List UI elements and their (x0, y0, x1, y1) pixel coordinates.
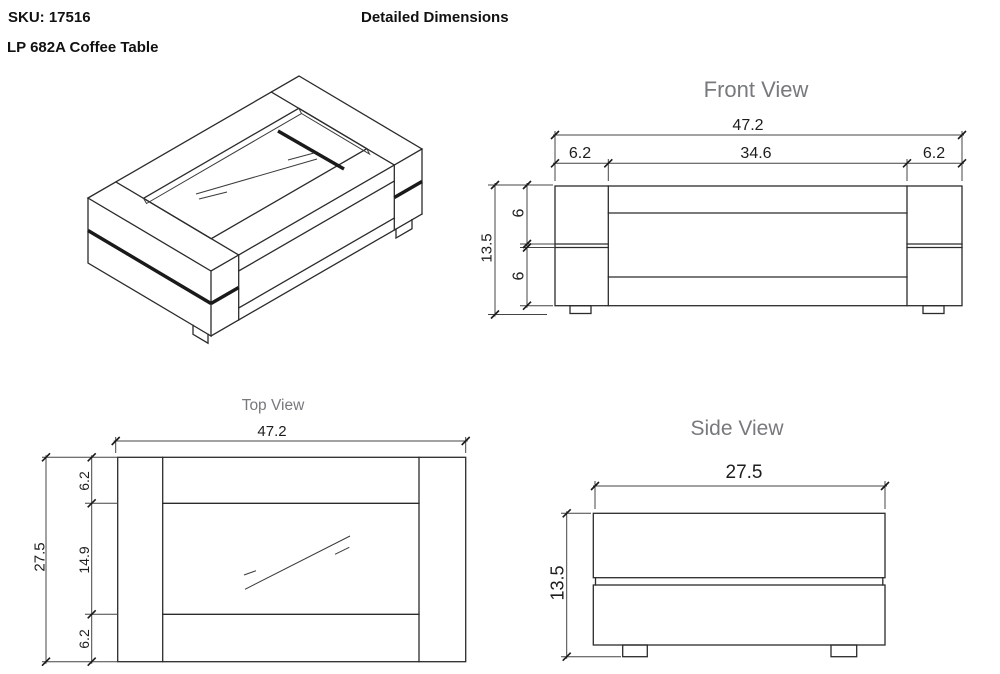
front-view-title: Front View (704, 77, 809, 102)
product-name: LP 682A Coffee Table (7, 39, 159, 56)
top-view: Top View 47.2 (31, 397, 471, 667)
side-view-dimensions: 27.5 13.5 (547, 462, 890, 662)
front-dim-overall-width: 47.2 (732, 117, 763, 134)
front-view-dimensions: 47.2 6.2 34.6 6.2 13.5 6 6 (478, 117, 967, 320)
front-view: Front View 47.2 (478, 77, 967, 320)
side-view: Side View 27.5 13.5 (547, 417, 890, 662)
side-foot-left (622, 644, 648, 658)
front-dim-lower-tier: 6 (511, 271, 528, 280)
top-dim-overall-width: 47.2 (257, 423, 286, 440)
front-view-drawing (554, 185, 963, 315)
side-foot-right (830, 644, 858, 658)
front-dim-overall-height: 13.5 (478, 233, 495, 262)
side-view-title: Side View (690, 417, 784, 440)
front-foot-right (922, 305, 945, 315)
front-foot-left (569, 305, 592, 315)
groove-line-front-right (393, 180, 423, 199)
top-view-dimensions: 47.2 27.5 6.2 14.9 6.2 (31, 423, 471, 667)
top-dim-glass-panel: 14.9 (76, 546, 92, 573)
side-dim-overall-depth: 27.5 (726, 462, 763, 483)
groove-line-front-left (210, 286, 240, 305)
front-dim-left-end: 6.2 (569, 145, 591, 162)
top-view-title: Top View (242, 397, 305, 414)
document-title: Detailed Dimensions (361, 9, 509, 26)
glass-reflection-lines (243, 535, 351, 590)
top-dim-back-rail: 6.2 (76, 629, 92, 649)
top-dim-front-rail: 6.2 (76, 471, 92, 491)
groove-line-left (87, 229, 212, 305)
front-dim-upper-tier: 6 (511, 208, 528, 217)
iso-foot-right (395, 219, 413, 240)
front-dim-middle: 34.6 (740, 145, 771, 162)
iso-foot-left (192, 324, 209, 345)
front-dim-right-end: 6.2 (923, 145, 945, 162)
sku-label: SKU: 17516 (8, 9, 91, 26)
top-dim-overall-depth: 27.5 (31, 542, 48, 571)
side-dim-overall-height: 13.5 (547, 565, 567, 600)
top-view-drawing (117, 456, 467, 663)
side-view-drawing (592, 512, 886, 658)
isometric-view-drawing (86, 75, 424, 345)
